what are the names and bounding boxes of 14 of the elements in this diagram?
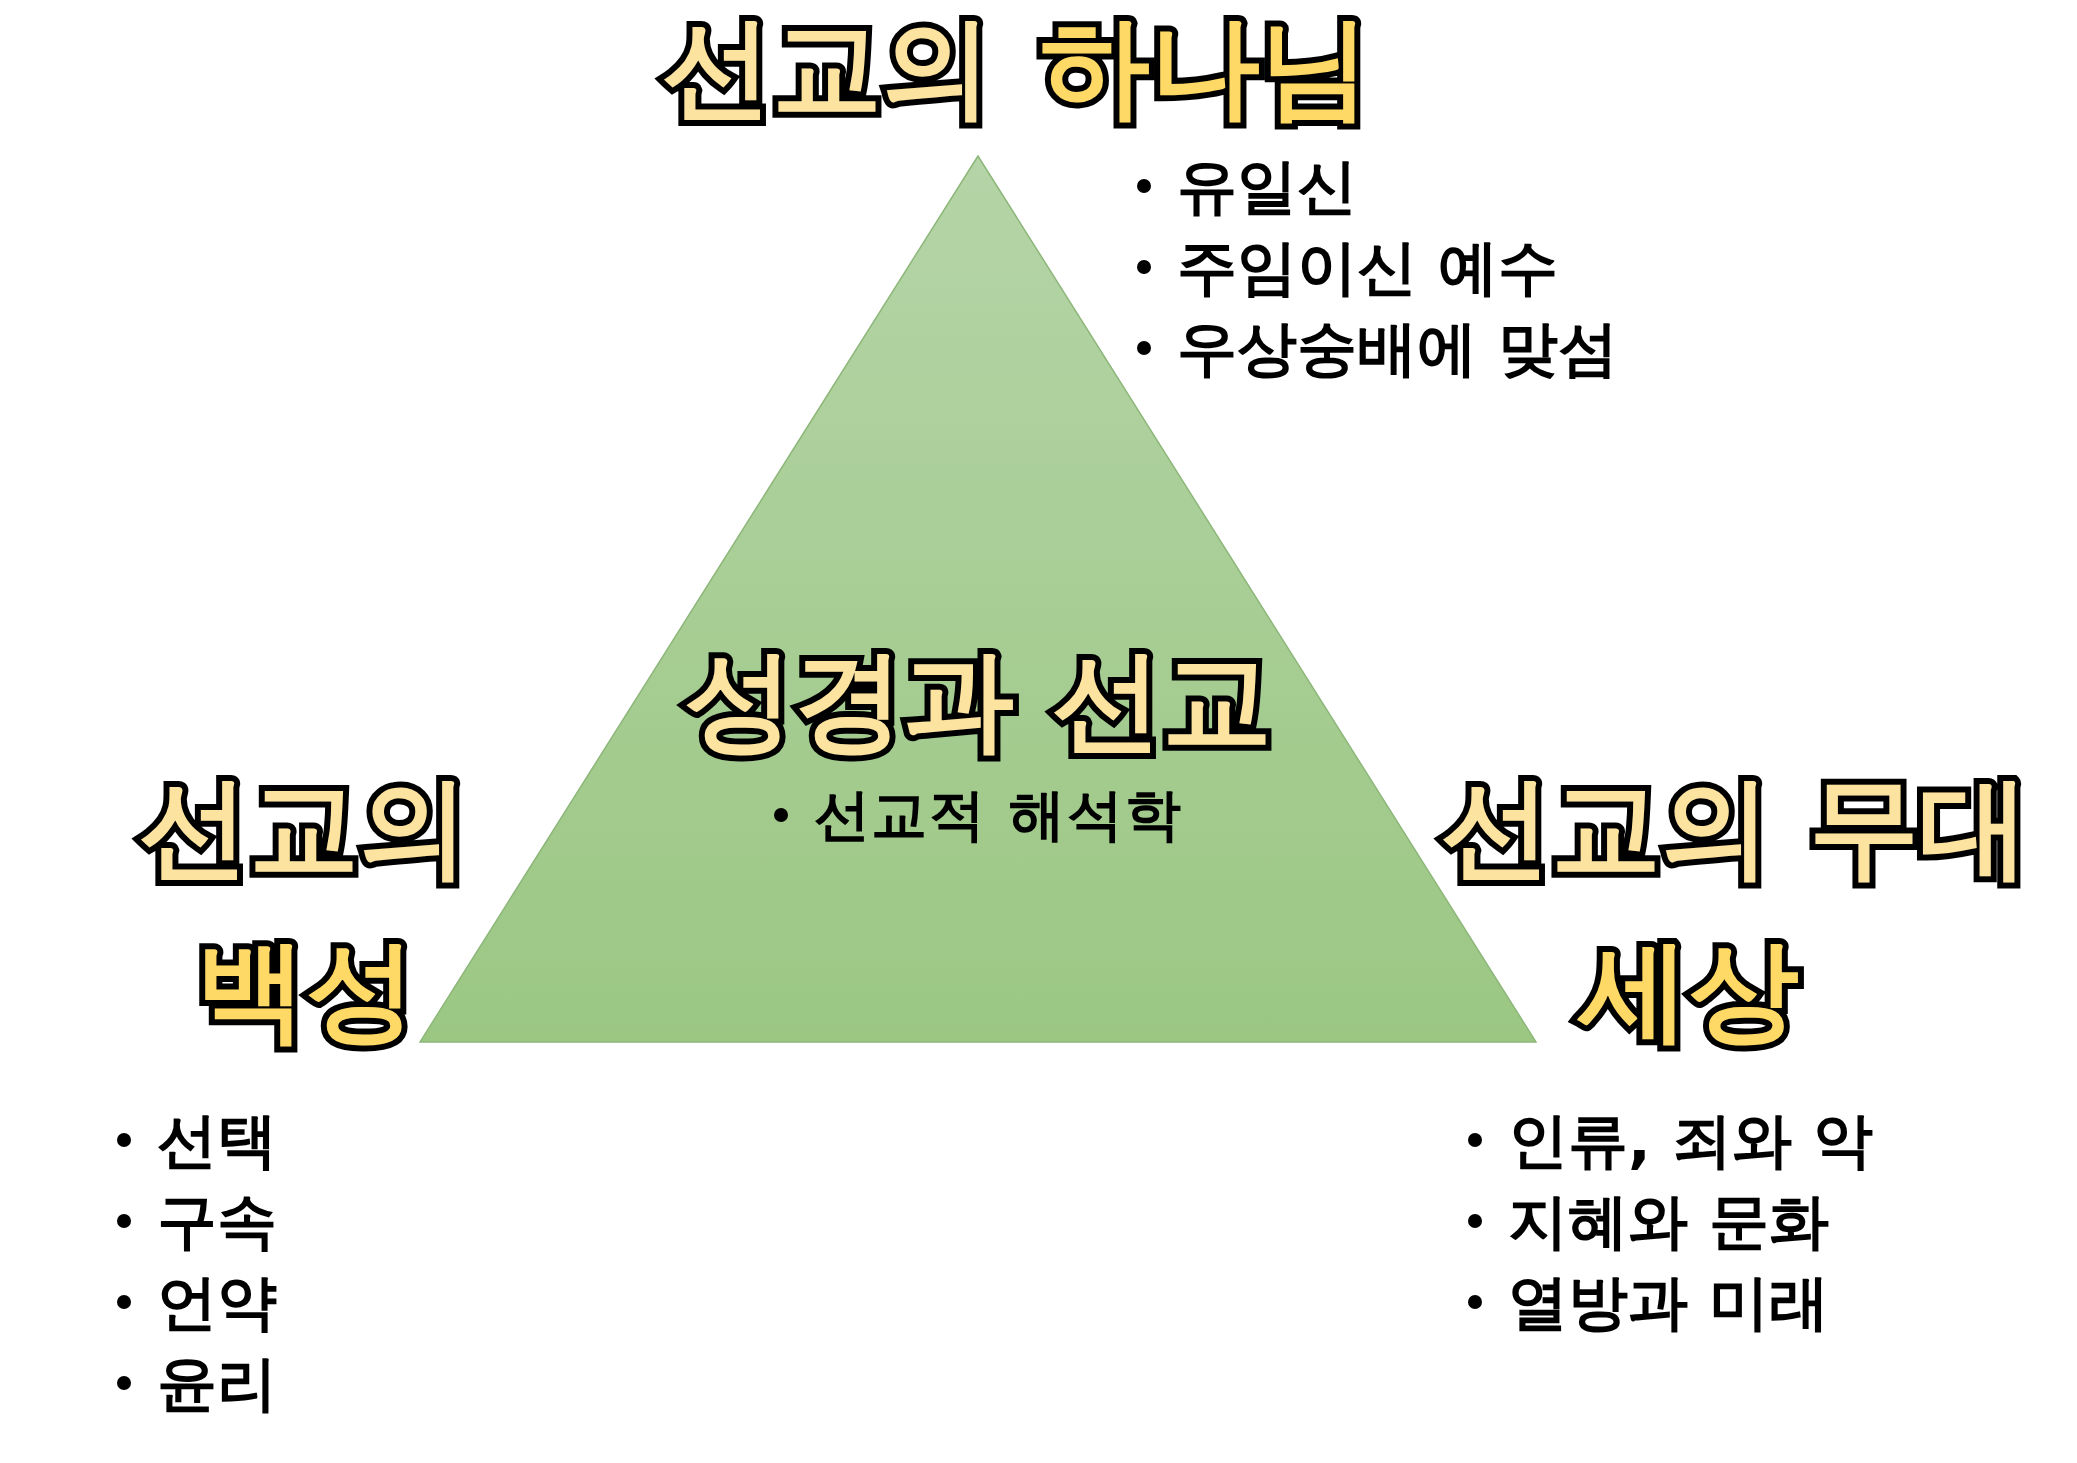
bullet-text: 인류, 죄와 악 [1508,1104,1873,1176]
bullet-text: 언약 [157,1266,277,1338]
bullet-text: 열방과 미래 [1508,1266,1829,1338]
bullet-text: 구속 [157,1185,277,1257]
bullet-text: 윤리 [157,1347,277,1419]
heading-text: 하나님 [1040,12,1370,122]
bullet-text: 우상숭배에 맞섬 [1177,312,1618,384]
bullet-text: 선교적 해석학 [813,781,1183,849]
heading-text: 백성 [196,935,416,1045]
bullet-text: 지혜와 문화 [1508,1185,1829,1257]
bullet-text: 유일신 [1177,150,1357,222]
heading-text: 성경과 선교 [683,645,1273,755]
bullet-text: 주임이신 예수 [1177,231,1558,303]
bullet-text: 선택 [157,1104,277,1176]
